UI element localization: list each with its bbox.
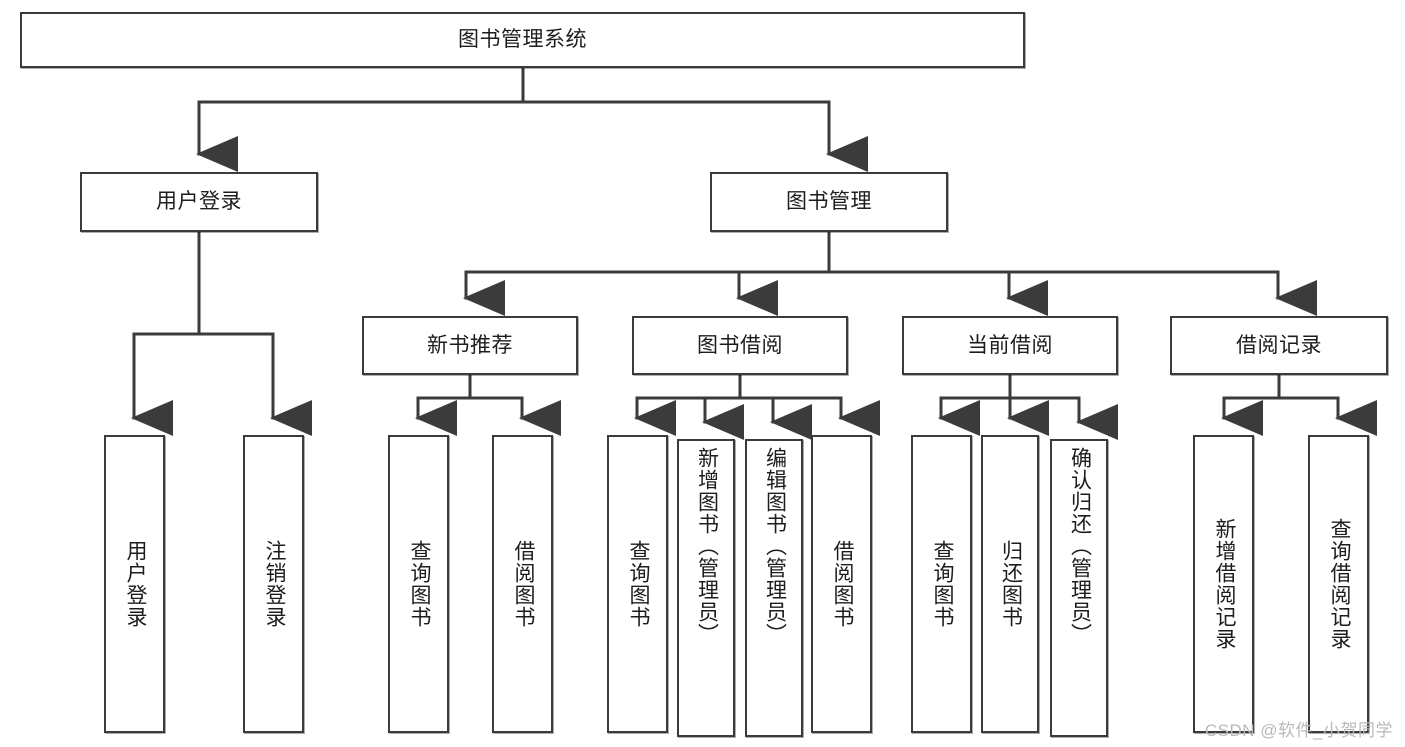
leaf-add-book-admin-label: 新增图书（管理员） <box>695 447 719 645</box>
leaf-add-borrow-record[interactable]: 新增借阅记录 <box>1193 435 1254 733</box>
node-root-system[interactable]: 图书管理系统 <box>20 12 1025 68</box>
leaf-return-book-label: 归还图书 <box>999 540 1023 628</box>
node-book-borrow-label: 图书借阅 <box>697 333 783 357</box>
leaf-user-login[interactable]: 用户登录 <box>104 435 165 733</box>
leaf-borrow-book-new[interactable]: 借阅图书 <box>492 435 553 733</box>
node-book-borrow[interactable]: 图书借阅 <box>632 316 848 375</box>
node-borrow-record-label: 借阅记录 <box>1236 333 1322 357</box>
node-user-login-label: 用户登录 <box>156 190 242 214</box>
leaf-edit-book-admin[interactable]: 编辑图书（管理员） <box>745 439 803 737</box>
node-current-borrow[interactable]: 当前借阅 <box>902 316 1118 375</box>
node-book-management[interactable]: 图书管理 <box>710 172 948 232</box>
leaf-borrow-book-borrow[interactable]: 借阅图书 <box>811 435 872 733</box>
leaf-query-book-borrow[interactable]: 查询图书 <box>607 435 668 733</box>
node-user-login[interactable]: 用户登录 <box>80 172 318 232</box>
leaf-edit-book-admin-label: 编辑图书（管理员） <box>763 447 787 645</box>
leaf-confirm-return-admin[interactable]: 确认归还（管理员） <box>1050 439 1108 737</box>
leaf-query-book-borrow-label: 查询图书 <box>626 540 650 628</box>
leaf-logout-label: 注销登录 <box>262 540 286 628</box>
watermark: CSDN @软件_小贺同学 <box>1204 721 1393 740</box>
leaf-query-book-new[interactable]: 查询图书 <box>388 435 449 733</box>
node-borrow-record[interactable]: 借阅记录 <box>1170 316 1388 375</box>
leaf-logout[interactable]: 注销登录 <box>243 435 304 733</box>
leaf-query-book-current[interactable]: 查询图书 <box>911 435 972 733</box>
leaf-query-book-new-label: 查询图书 <box>407 540 431 628</box>
node-root-system-label: 图书管理系统 <box>458 28 587 52</box>
leaf-add-book-admin[interactable]: 新增图书（管理员） <box>677 439 735 737</box>
leaf-query-borrow-record-label: 查询借阅记录 <box>1327 518 1351 650</box>
leaf-borrow-book-new-label: 借阅图书 <box>511 540 535 628</box>
node-book-management-label: 图书管理 <box>786 190 872 214</box>
leaf-borrow-book-borrow-label: 借阅图书 <box>830 540 854 628</box>
node-new-book-recommend[interactable]: 新书推荐 <box>362 316 578 375</box>
leaf-query-borrow-record[interactable]: 查询借阅记录 <box>1308 435 1369 733</box>
node-current-borrow-label: 当前借阅 <box>967 333 1053 357</box>
leaf-user-login-label: 用户登录 <box>123 540 147 628</box>
leaf-return-book[interactable]: 归还图书 <box>981 435 1039 733</box>
leaf-query-book-current-label: 查询图书 <box>930 540 954 628</box>
node-new-book-recommend-label: 新书推荐 <box>427 333 513 357</box>
leaf-confirm-return-admin-label: 确认归还（管理员） <box>1068 447 1092 645</box>
leaf-add-borrow-record-label: 新增借阅记录 <box>1212 518 1236 650</box>
